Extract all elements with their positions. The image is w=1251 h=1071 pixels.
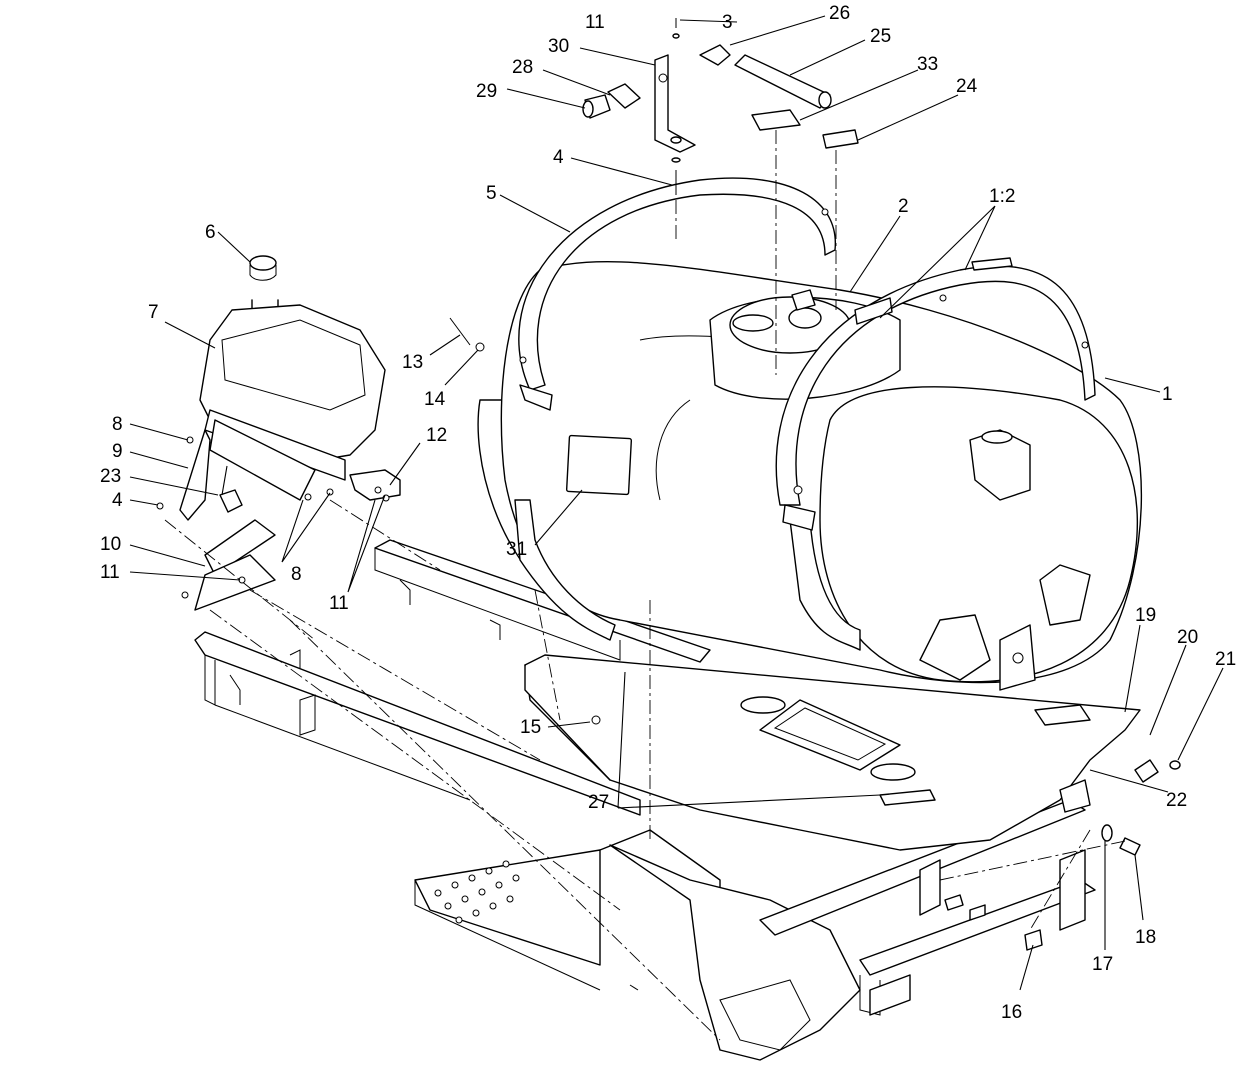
callout-19: 19: [1135, 605, 1156, 626]
callout-15: 15: [520, 717, 541, 738]
callout-9: 9: [112, 441, 123, 462]
callout-8-bottom: 8: [291, 564, 302, 585]
mounting-hardware: [629, 759, 1181, 991]
callout-33: 33: [917, 54, 938, 75]
callout-31: 31: [506, 539, 527, 560]
callout-3: 3: [722, 12, 733, 33]
callout-26: 26: [829, 3, 850, 24]
callout-14: 14: [424, 389, 446, 410]
callout-6: 6: [205, 222, 216, 243]
callout-18: 18: [1135, 927, 1156, 948]
callout-22: 22: [1166, 790, 1187, 811]
callout-11-top: 11: [585, 12, 605, 33]
callout-11-bottom: 11: [329, 593, 349, 614]
callout-24: 24: [956, 76, 978, 97]
assembly-centerlines: [164, 130, 1131, 1041]
callout-4-top: 4: [553, 147, 564, 168]
leader-lines: [129, 15, 1224, 991]
callout-8-left: 8: [112, 414, 123, 435]
callout-7: 7: [148, 302, 159, 323]
callout-29: 29: [476, 81, 497, 102]
callout-5: 5: [486, 183, 497, 204]
tank-straps: [514, 177, 1096, 651]
frame-holes: [434, 860, 520, 924]
callout-28: 28: [512, 57, 533, 78]
callout-21: 21: [1215, 649, 1236, 670]
spray-tank: [477, 261, 1143, 691]
rinse-tank-assembly: [156, 255, 601, 725]
callout-2: 2: [898, 196, 909, 217]
callout-12: 12: [426, 425, 447, 446]
callout-25: 25: [870, 26, 891, 47]
callout-17: 17: [1092, 954, 1113, 975]
callout-16: 16: [1001, 1002, 1022, 1023]
callout-30: 30: [548, 36, 569, 57]
callout-23: 23: [100, 466, 121, 487]
callout-1: 1: [1162, 384, 1173, 405]
callout-20: 20: [1177, 627, 1198, 648]
top-decals-hose: [582, 18, 859, 195]
callout-13: 13: [402, 352, 423, 373]
tank-mounting-plate: [524, 654, 1141, 851]
callout-labels: 1 1:2 2 3 4 4 5 6 7 8 8 9 10 11 11 11 12…: [100, 3, 1236, 1023]
callout-1-2: 1:2: [989, 186, 1015, 207]
callout-11-left: 11: [100, 562, 120, 583]
vehicle-frame: [194, 539, 1096, 1061]
callout-27: 27: [588, 792, 609, 813]
callout-4-left: 4: [112, 490, 123, 511]
callout-10: 10: [100, 534, 121, 555]
